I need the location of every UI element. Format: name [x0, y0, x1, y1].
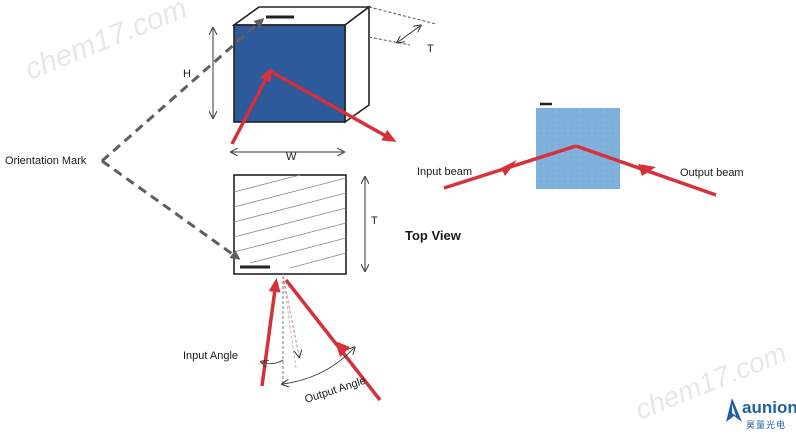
pointer-to-side-mark	[101, 159, 241, 260]
brand-logo-icon	[726, 398, 742, 422]
output-beam-topview-arrowhead	[638, 164, 656, 176]
watermark-left: chem17.com	[20, 0, 192, 86]
crystal-side-face	[344, 5, 370, 124]
crystal-side-view	[233, 174, 347, 275]
output-beam-3d	[269, 69, 397, 142]
orientation-mark-label: Orientation Mark	[5, 155, 87, 167]
output-angle-arc	[283, 348, 354, 384]
pointer-to-top-mark	[101, 18, 265, 163]
brand-name: aunion	[742, 398, 796, 417]
input-beam-label: Input beam	[417, 166, 472, 178]
input-beam-side	[260, 278, 281, 387]
width-label: W	[286, 151, 297, 163]
top-view-title: Top View	[405, 228, 462, 243]
brand-logo: aunion 昊量光电	[722, 396, 796, 434]
side-view-body	[233, 174, 347, 275]
output-beam-side	[284, 278, 382, 402]
thickness-indicator-top: T	[368, 6, 437, 55]
side-view-hatching	[233, 174, 347, 269]
beam-3d	[230, 67, 397, 145]
height-label: H	[183, 68, 191, 80]
orientation-mark-callout: Orientation Mark	[5, 18, 265, 260]
thickness-label-side: T	[371, 215, 378, 227]
output-angle-label: Output Angle	[303, 375, 367, 406]
beam-side-view: Input Angle Output Angle	[183, 275, 382, 406]
height-dimension: H	[183, 29, 213, 117]
input-beam-topview-arrowhead	[501, 160, 517, 176]
width-dimension: W	[232, 151, 343, 163]
input-beam-3d	[230, 67, 272, 145]
refracted-ray	[282, 275, 299, 356]
thickness-dimension-side: T	[365, 178, 378, 270]
output-beam-label: Output beam	[680, 167, 744, 179]
input-angle-label: Input Angle	[183, 350, 238, 362]
brand-subtitle: 昊量光电	[746, 421, 787, 431]
thickness-label-top: T	[427, 43, 434, 55]
top-view: Top View Input beam Output beam	[405, 102, 744, 243]
